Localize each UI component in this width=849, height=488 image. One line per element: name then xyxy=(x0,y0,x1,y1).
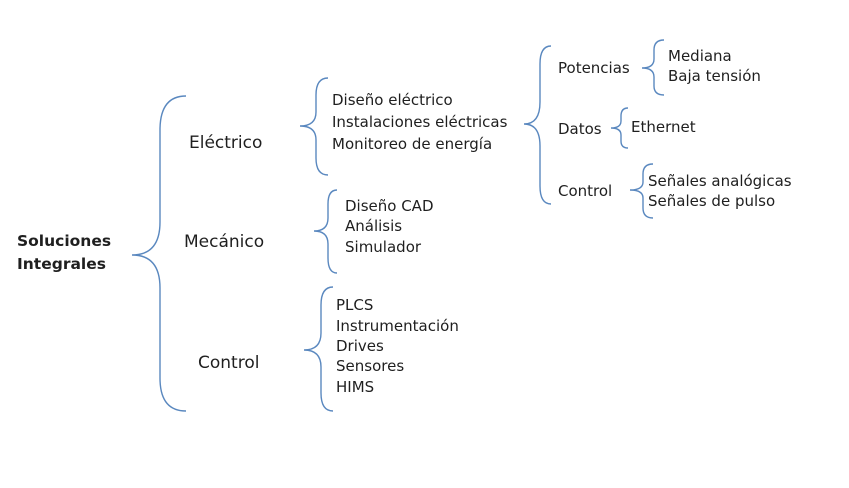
root-brace xyxy=(131,95,187,412)
sub-control-item-1: Señales analógicas xyxy=(648,172,792,190)
electrico-item-3: Monitoreo de energía xyxy=(332,135,493,153)
sub-branch-datos: Datos xyxy=(558,120,602,138)
category-electrico: Eléctrico xyxy=(189,133,263,153)
sub-control-item-2: Señales de pulso xyxy=(648,192,776,210)
root-label-line-1: Soluciones xyxy=(17,232,112,250)
root-label-line-2: Integrales xyxy=(17,255,106,273)
control-item-3: Drives xyxy=(336,337,384,355)
electrico-brace xyxy=(299,77,329,176)
control-item-1: PLCS xyxy=(336,296,374,314)
electrico-sub-brace xyxy=(523,45,552,205)
mecanico-brace xyxy=(313,189,338,274)
potencias-item-1: Mediana xyxy=(668,47,732,65)
electrico-item-2: Instalaciones eléctricas xyxy=(332,113,508,131)
control-item-5: HIMS xyxy=(336,378,375,396)
control-item-4: Sensores xyxy=(336,357,405,375)
mecanico-item-2: Análisis xyxy=(345,217,403,235)
sub-branch-potencias: Potencias xyxy=(558,59,630,77)
sub-branch-control: Control xyxy=(558,182,613,200)
potencias-item-2: Baja tensión xyxy=(668,67,761,85)
sub-control-brace xyxy=(629,163,654,219)
potencias-brace xyxy=(641,39,665,96)
category-control: Control xyxy=(198,353,260,373)
mecanico-item-3: Simulador xyxy=(345,238,422,256)
control-item-2: Instrumentación xyxy=(336,317,459,335)
mecanico-item-1: Diseño CAD xyxy=(345,197,434,215)
control-brace xyxy=(303,286,334,412)
datos-item-1: Ethernet xyxy=(631,118,696,136)
category-mecanico: Mecánico xyxy=(184,232,265,252)
datos-brace xyxy=(610,107,629,149)
electrico-item-1: Diseño eléctrico xyxy=(332,91,453,109)
